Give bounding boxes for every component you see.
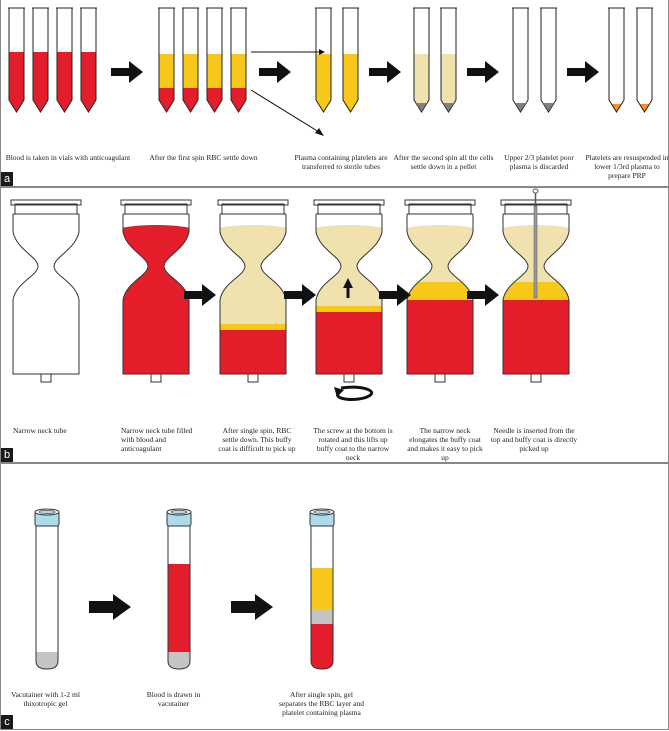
neck-tube-blood xyxy=(120,199,192,383)
caption-b6: Needle is inserted from the top and buff… xyxy=(490,426,578,453)
vacutainer-empty xyxy=(34,508,60,670)
neck-tube-single-spin xyxy=(217,199,289,383)
process-arrow-b4 xyxy=(467,284,499,306)
caption-a1: Blood is taken in vials with anticoagula… xyxy=(5,153,131,162)
needle xyxy=(533,205,538,299)
process-arrow-c2 xyxy=(231,594,273,620)
tube-a3-2 xyxy=(342,7,359,113)
process-arrow-a2 xyxy=(259,61,291,83)
tube-a2-4 xyxy=(230,7,247,113)
panel-label-b: b xyxy=(1,448,13,462)
panel-a: Blood is taken in vials with anticoagula… xyxy=(0,0,669,187)
caption-b5: The narrow neck elongates the buffy coat… xyxy=(407,426,483,462)
panel-c-tubes xyxy=(34,508,335,670)
panel-c-illustration xyxy=(34,508,335,670)
process-arrow-b3 xyxy=(379,284,411,306)
panel-a-tubes xyxy=(8,7,653,113)
tube-a5-2 xyxy=(540,7,557,113)
neck-tube-elongated xyxy=(404,199,476,383)
panel-c: Vacutainer with 1-2 ml thixotropic gel B… xyxy=(0,463,669,730)
caption-b4: The screw at the bottom is rotated and t… xyxy=(313,426,393,462)
caption-c3: After single spin, gel separates the RBC… xyxy=(279,690,364,717)
screw-rotation-arrowhead xyxy=(334,387,344,397)
caption-a3: Plasma containing platelets are transfer… xyxy=(294,153,388,171)
neck-tube-needle xyxy=(500,188,572,383)
tube-a3-1 xyxy=(315,7,332,113)
neck-tube-empty xyxy=(10,199,82,383)
caption-b3: After single spin, RBC settle down. This… xyxy=(218,426,296,453)
tube-a6-1 xyxy=(608,7,625,113)
panel-c-arrows xyxy=(89,594,273,620)
process-arrow-b1 xyxy=(184,284,216,306)
process-arrow-a5 xyxy=(567,61,599,83)
tube-a1-4 xyxy=(80,7,97,113)
caption-b2: Narrow neck tube filled with blood and a… xyxy=(121,426,193,453)
caption-c2: Blood is drawn in vacutainer xyxy=(146,690,201,708)
caption-a6: Platelets are resuspended in lower 1/3rd… xyxy=(585,153,669,180)
caption-c1: Vacutainer with 1-2 ml thixotropic gel xyxy=(11,690,80,708)
tube-a1-2 xyxy=(32,7,49,113)
tube-a6-2 xyxy=(636,7,653,113)
tube-a2-3 xyxy=(206,7,223,113)
vacutainer-separated xyxy=(309,508,335,670)
panel-a-illustration xyxy=(8,7,653,136)
process-arrow-a1 xyxy=(111,61,143,83)
transfer-arrowhead-lower xyxy=(315,128,324,136)
screw-rotation-arrow xyxy=(336,385,374,401)
vacutainer-blood xyxy=(166,508,192,670)
panel-b-illustration xyxy=(10,188,572,401)
process-arrow-a3 xyxy=(369,61,401,83)
panel-label-a: a xyxy=(1,172,13,186)
caption-a2: After the first spin RBC settle down xyxy=(149,153,258,162)
panel-b-arrows xyxy=(184,284,499,306)
caption-a5: Upper 2/3 platelet poor plasma is discar… xyxy=(504,153,574,171)
tube-a2-2 xyxy=(182,7,199,113)
tube-a1-1 xyxy=(8,7,25,113)
tube-a4-2 xyxy=(440,7,457,113)
process-arrow-a4 xyxy=(467,61,499,83)
caption-a4: After the second spin all the cells sett… xyxy=(393,153,494,171)
process-arrow-b2 xyxy=(284,284,316,306)
lift-arrowhead xyxy=(343,278,353,288)
panel-b: Narrow neck tube Narrow neck tube filled… xyxy=(0,187,669,463)
tube-a5-1 xyxy=(512,7,529,113)
transfer-line-lower xyxy=(250,89,320,133)
tube-a2-1 xyxy=(158,7,175,113)
panel-a-arrows xyxy=(111,61,599,83)
tube-a1-3 xyxy=(56,7,73,113)
tube-a4-1 xyxy=(413,7,430,113)
panel-label-c: c xyxy=(1,715,13,729)
transfer-arrowhead-upper xyxy=(319,49,325,55)
process-arrow-c1 xyxy=(89,594,131,620)
caption-b1: Narrow neck tube xyxy=(13,426,67,435)
